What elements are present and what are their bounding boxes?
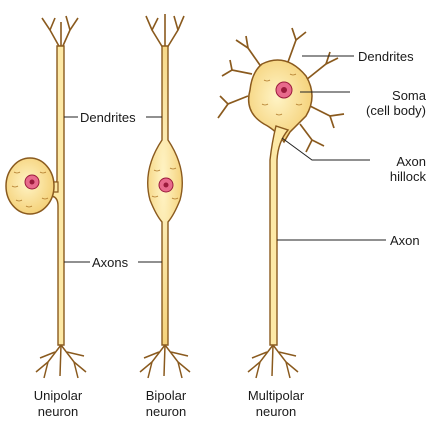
multipolar-dendrites	[217, 27, 345, 153]
unipolar-dendrites-top	[41, 15, 79, 49]
bipolar-neuron	[139, 14, 191, 379]
label-dendrites-right: Dendrites	[358, 49, 414, 64]
multipolar-axon	[269, 125, 290, 346]
caption-unipolar-line2: neuron	[37, 404, 79, 419]
caption-unipolar: Unipolar neuron	[8, 388, 108, 420]
caption-unipolar-line1: Unipolar	[33, 388, 83, 403]
caption-bipolar-line2: neuron	[145, 404, 187, 419]
unipolar-terminals	[35, 344, 87, 379]
label-hillock-line2: hillock	[389, 169, 426, 184]
label-soma: Soma (cell body)	[350, 88, 426, 118]
label-soma-line2: (cell body)	[366, 103, 426, 118]
bipolar-terminals	[139, 344, 191, 379]
label-dendrites-middle: Dendrites	[80, 110, 136, 125]
caption-multipolar-line1: Multipolar	[247, 388, 305, 403]
label-axon-right: Axon	[390, 233, 420, 248]
caption-multipolar-line2: neuron	[255, 404, 297, 419]
caption-bipolar: Bipolar neuron	[116, 388, 216, 420]
label-axons-middle: Axons	[92, 255, 129, 270]
multipolar-terminals	[247, 344, 299, 379]
caption-multipolar: Multipolar neuron	[226, 388, 326, 420]
label-soma-line1: Soma	[392, 88, 426, 103]
label-hillock-line1: Axon	[396, 154, 426, 169]
multipolar-neuron	[217, 27, 345, 379]
bipolar-body	[147, 45, 183, 346]
bipolar-dendrites-top	[145, 14, 185, 49]
unipolar-neuron	[5, 15, 87, 379]
label-axon-hillock: Axon hillock	[370, 154, 426, 184]
caption-bipolar-line1: Bipolar	[145, 388, 187, 403]
leader-lines	[64, 55, 386, 263]
